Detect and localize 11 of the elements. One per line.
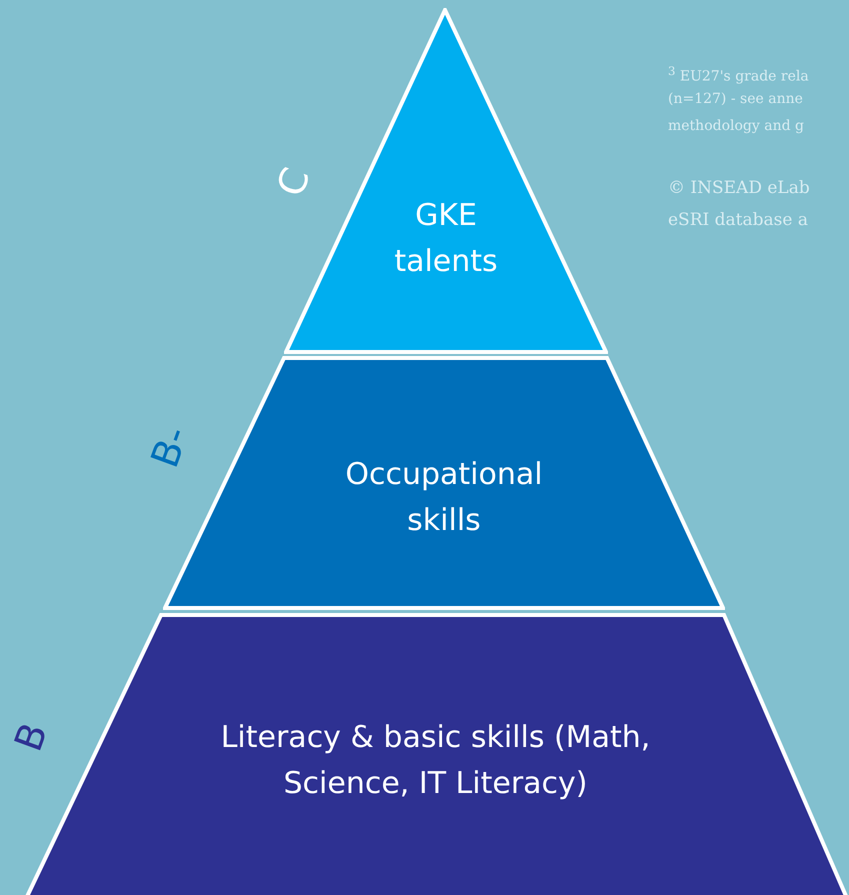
footnote-text: (n=127) - see anne [668, 91, 803, 107]
grade-label: B- [142, 420, 198, 474]
footnote-text: methodology and g [668, 118, 804, 134]
tier-label: GKE talents [393, 197, 499, 281]
tier-label: Literacy & basic skills (Math, Science, IT Literacy) [220, 719, 652, 803]
copyright-text: © INSEAD eLab [668, 178, 810, 198]
tier-label: Occupational skills [344, 456, 544, 540]
copyright-text: eSRI database a [668, 210, 808, 230]
grade-label: C [268, 162, 318, 202]
footnote-text: $^{3}$ EU27's grade rela [668, 64, 809, 85]
grade-label: B [6, 717, 56, 757]
